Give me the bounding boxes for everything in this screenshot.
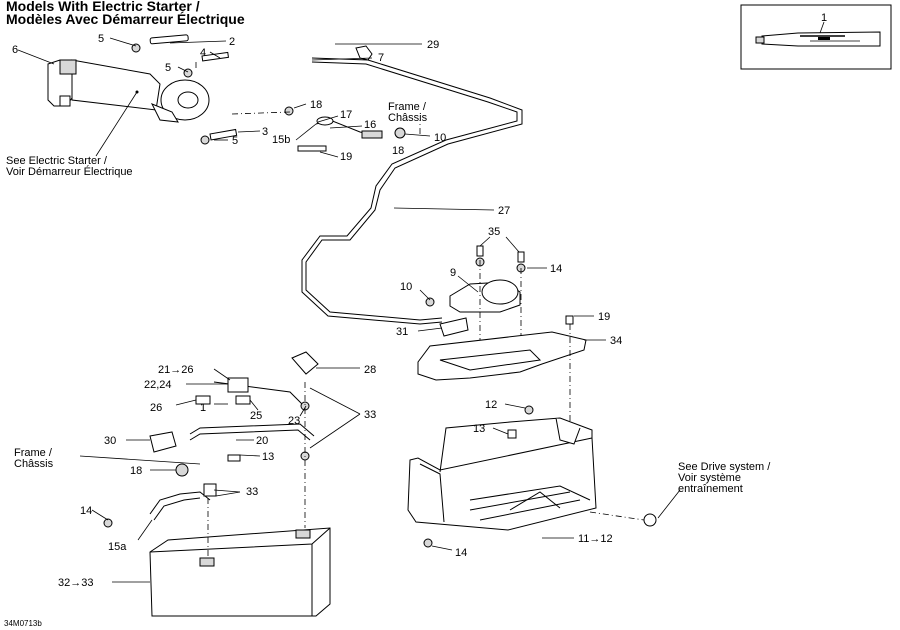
callout-11-12: 11→12: [578, 533, 613, 545]
note-starter-en: See Electric Starter /: [6, 155, 108, 167]
callout-15a: 15a: [108, 541, 127, 553]
callout-25: 25: [250, 410, 262, 422]
note-frame-top-en: Frame /: [388, 101, 427, 113]
callout-20: 20: [256, 435, 268, 447]
note-starter-fr: Voir Démarreur Électrique: [6, 165, 133, 178]
callout-9: 9: [450, 267, 456, 279]
callout-28: 28: [364, 364, 376, 376]
callout-14-left: 14: [80, 505, 92, 517]
callout-33-left: 33: [246, 486, 258, 498]
callout-34: 34: [610, 335, 622, 347]
inset-sealant-tube: 1: [740, 4, 892, 70]
callout-35: 35: [488, 226, 500, 238]
callout-19-bracket: 19: [598, 311, 610, 323]
callout-13-tray: 13: [473, 423, 485, 435]
callout-5-top: 5: [98, 33, 104, 45]
note-drive-fr2: entraînement: [678, 483, 743, 495]
callout-29: 29: [427, 39, 439, 51]
callout-18-left: 18: [130, 465, 142, 477]
callout-13-left: 13: [262, 451, 274, 463]
callout-6: 6: [12, 44, 18, 56]
callout-5-low: 5: [232, 135, 238, 147]
callout-32-33: 32→33: [58, 577, 93, 589]
leader-lines: [17, 37, 681, 583]
note-frame-top-fr: Châssis: [388, 112, 428, 124]
callout-10-top: 10: [434, 132, 446, 144]
notes: See Electric Starter / Voir Démarreur Él…: [6, 101, 771, 495]
callout-4: 4: [200, 47, 206, 59]
callout-2: 2: [229, 36, 235, 48]
starter-solenoid: [425, 245, 526, 355]
callout-7: 7: [378, 52, 384, 64]
note-drive-fr1: Voir système: [678, 472, 741, 484]
cable-27: [301, 45, 523, 325]
note-frame-left-en: Frame /: [14, 447, 53, 459]
electric-starter: [47, 59, 210, 123]
diagram-title-line1: Models With Electric Starter /: [6, 0, 200, 14]
note-frame-left-fr: Châssis: [14, 458, 54, 470]
callout-22-24: 22,24: [144, 379, 172, 391]
starter-hardware: [131, 34, 406, 152]
diagram-title-line2: Modèles Avec Démarreur Électrique: [6, 11, 245, 27]
battery-tray: [407, 405, 657, 548]
callout-30: 30: [104, 435, 116, 447]
callout-27: 27: [498, 205, 510, 217]
callout-14-solenoid: 14: [550, 263, 562, 275]
callout-10-mid: 10: [400, 281, 412, 293]
callout-21-26: 21→26: [158, 364, 193, 376]
callout-15b: 15b: [272, 134, 290, 146]
callouts: 2 3 4 5 5 5 6 7 9 10 10 11→12 12 13 13 1…: [12, 33, 622, 589]
battery: [149, 527, 331, 617]
callout-12: 12: [485, 399, 497, 411]
note-drive-en: See Drive system /: [678, 461, 771, 473]
callout-1-harness: 1: [200, 402, 206, 414]
callout-26: 26: [150, 402, 162, 414]
callout-23: 23: [288, 415, 300, 427]
bracket-34: [417, 315, 587, 428]
callout-31: 31: [396, 326, 408, 338]
callout-3: 3: [262, 126, 268, 138]
callout-33-right: 33: [364, 409, 376, 421]
callout-16: 16: [364, 119, 376, 131]
callout-18-top: 18: [310, 99, 322, 111]
drawing-code: 34M0713b: [4, 619, 42, 628]
callout-14-tray: 14: [455, 547, 467, 559]
callout-5-mid: 5: [165, 62, 171, 74]
callout-17: 17: [340, 109, 352, 121]
callout-18-frame: 18: [392, 145, 404, 157]
callout-1: 1: [821, 12, 827, 24]
battery-cables: [103, 351, 319, 556]
callout-19-top: 19: [340, 151, 352, 163]
